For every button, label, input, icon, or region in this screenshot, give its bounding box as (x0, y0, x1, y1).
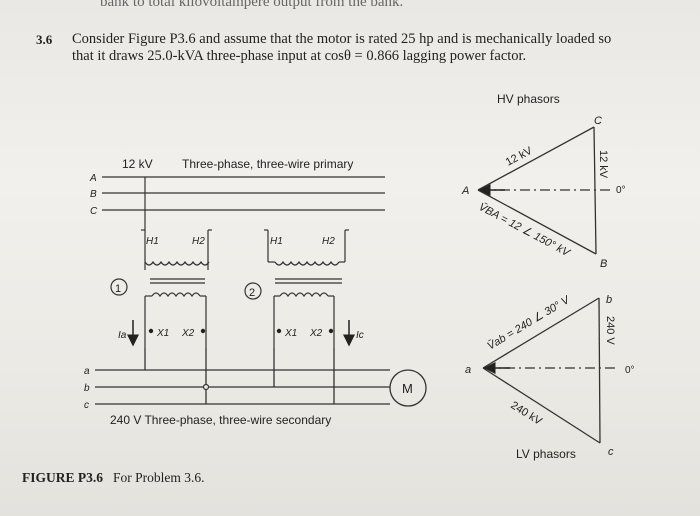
hv-angle-label: 0° (616, 185, 626, 196)
lv-side-bc-label: 240 V (604, 316, 616, 345)
current-ic-label: Ic (356, 330, 364, 341)
transformer-1-x2-label: X2 (181, 328, 195, 339)
transformer-1-h2-label: H2 (192, 236, 205, 247)
hv-node-b: B (600, 258, 607, 270)
hv-side-ac (477, 126, 595, 191)
transformer-2-number-circle (244, 282, 262, 300)
lv-side-ab (482, 297, 600, 369)
transformer-1-polarity-dot-x1 (148, 328, 154, 334)
problem-statement-line-2: that it draws 25.0-kVA three-phase input… (72, 48, 527, 64)
hv-phasors-title: HV phasors (497, 92, 560, 106)
figure-caption: FIGURE P3.6 For Problem 3.6. (22, 470, 205, 486)
motor-symbol (389, 369, 427, 407)
hv-side-cb-label: 12 kV (597, 150, 609, 179)
primary-phase-a-label: A (89, 173, 97, 184)
lv-node-c: c (608, 446, 614, 458)
motor-label: M (402, 381, 413, 396)
transformer-1-x1-label: X1 (156, 328, 169, 339)
lv-node-b: b (606, 294, 612, 306)
lv-phasors-title: LV phasors (516, 447, 576, 461)
hv-node-a: A (461, 185, 469, 197)
transformer-2-h1-label: H1 (270, 236, 283, 247)
problem-statement-line-1: Consider Figure P3.6 and assume that the… (72, 31, 612, 47)
hv-side-ab-label: V̄BA = 12 ∠ 150° kV (477, 200, 574, 259)
current-ia-label: Ia (118, 330, 127, 341)
lv-phasor-triangle (482, 297, 615, 444)
top-text-fragment: bank to total kilovoltampere output from… (100, 0, 404, 10)
hv-side-ab (477, 189, 597, 255)
hv-node-c: C (594, 115, 602, 127)
transformer-2-x1-label: X1 (284, 328, 297, 339)
hv-side-ac-label: 12 kV (504, 145, 535, 169)
primary-voltage-label: 12 kV (122, 157, 153, 171)
secondary-bus (95, 348, 390, 405)
transformer-2-polarity-dot-x2 (328, 328, 334, 334)
transformer-1 (141, 177, 212, 348)
transformer-1-number: 1 (115, 283, 121, 295)
transformer-2 (264, 229, 349, 348)
transformer-2-x2-label: X2 (309, 328, 323, 339)
transformer-1-number-circle (110, 278, 128, 296)
primary-phase-b-label: B (90, 189, 97, 200)
secondary-phase-c-label: c (84, 400, 89, 411)
primary-description-label: Three-phase, three-wire primary (182, 157, 353, 171)
lv-side-bc (598, 297, 601, 444)
problem-number: 3.6 (36, 32, 53, 47)
transformer-1-polarity-dot-x2 (200, 328, 206, 334)
figure-caption-text: For Problem 3.6. (113, 470, 205, 485)
lv-side-ab-label: V̄ab = 240 ∠ 30° V (485, 293, 573, 353)
transformer-1-h1-label: H1 (146, 236, 159, 247)
transformer-2-h2-label: H2 (322, 236, 335, 247)
transformer-2-polarity-dot-x1 (276, 328, 282, 334)
primary-phase-c-label: C (90, 206, 98, 217)
transformer-2-number: 2 (249, 287, 255, 299)
secondary-phase-b-label: b (84, 383, 90, 394)
lv-node-a: a (465, 364, 471, 376)
secondary-description-label: 240 V Three-phase, three-wire secondary (110, 413, 331, 427)
figure-caption-label: FIGURE P3.6 (22, 470, 103, 485)
lv-angle-label: 0° (625, 365, 635, 376)
primary-bus (102, 176, 385, 211)
secondary-phase-a-label: a (84, 366, 90, 377)
secondary-crossover (202, 383, 210, 391)
lv-side-ac (482, 367, 601, 444)
